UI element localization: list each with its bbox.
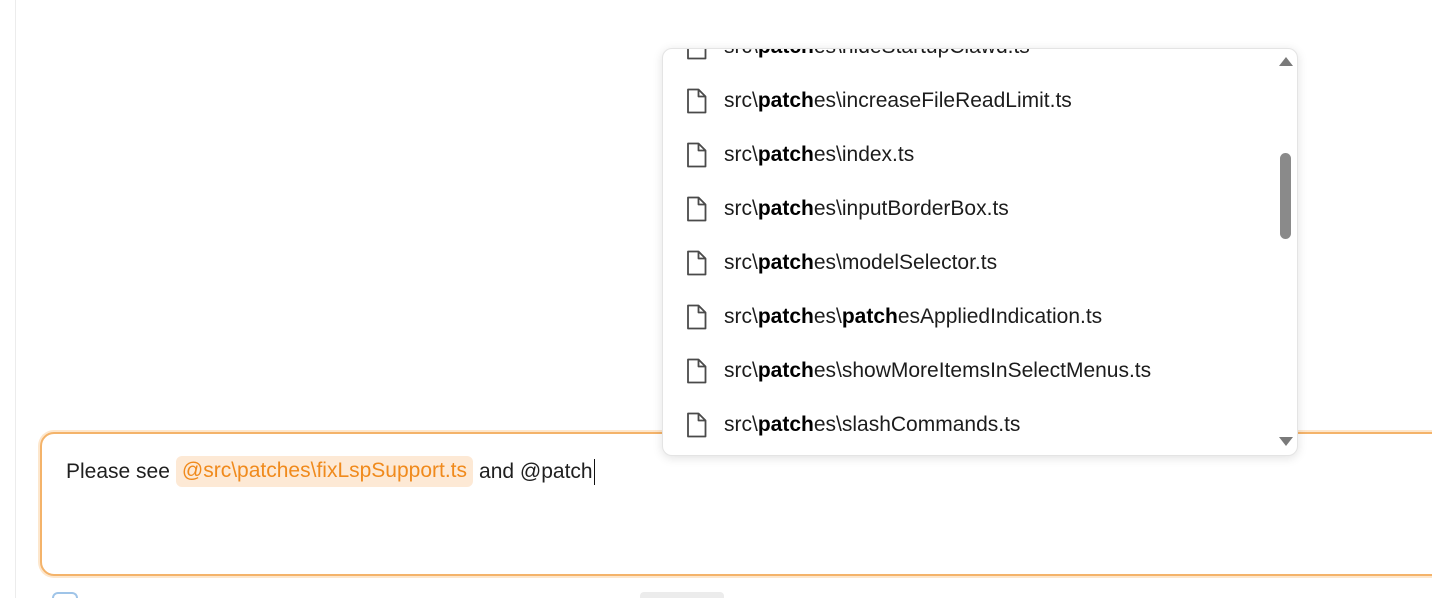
file-icon [687,196,707,222]
file-icon [687,358,707,384]
item-path-rest: es\slashCommands.ts [813,413,1021,436]
item-path-rest: es\hideStartupClawd.ts [814,49,1030,59]
scrollbar-thumb[interactable] [1280,153,1291,239]
item-path-rest: es\index.ts [813,143,915,166]
item-match: patch [757,197,814,220]
item-path-rest: es\modelSelector.ts [813,251,998,274]
file-icon [687,49,707,60]
item-path-prefix: src\ [724,197,758,220]
footer-badge [640,592,724,598]
item-match: patch [757,143,814,166]
item-match: patch [757,413,814,436]
item-path-prefix: src\ [724,89,758,112]
file-icon [687,88,707,114]
mention-chip[interactable]: @src\patches\fixLspSupport.ts [175,456,474,487]
composer-text-after: and @patch [479,459,593,483]
file-icon [687,250,707,276]
item-path-prefix: src\ [724,143,758,166]
composer-text-before: Please see [66,459,170,483]
item-path-prefix: src\ [724,413,758,436]
composer-content[interactable]: Please see @src\patches\fixLspSupport.ts… [66,456,596,487]
item-path-rest: es\inputBorderBox.ts [813,197,1009,220]
item-path-prefix: src\ [724,359,758,382]
triangle-up-icon[interactable] [1279,57,1293,66]
item-path-rest: esAppliedIndication.ts [897,305,1103,328]
item-match: patch [757,251,814,274]
item-match: patch [757,89,814,112]
item-match: patch [757,359,814,382]
triangle-down-icon[interactable] [1279,437,1293,446]
left-divider [15,0,16,598]
item-path-prefix: src\ [724,305,758,328]
item-path-rest: es\showMoreItemsInSelectMenus.ts [813,359,1152,382]
item-path-prefix: src\ [724,251,758,274]
file-icon [687,304,707,330]
footer-shield-icon [52,592,78,598]
item-match: patch [758,49,814,59]
dropdown-list: src\patches\hideStartupClawd.ts src\patc… [663,49,1275,452]
dropdown-item[interactable]: src\patches\hideStartupClawd.ts [663,49,1275,74]
item-match: patch [757,305,814,328]
file-mention-dropdown[interactable]: src\patches\hideStartupClawd.ts src\patc… [662,48,1298,456]
file-icon [687,412,707,438]
composer-footer [48,590,1428,598]
message-composer[interactable]: Please see @src\patches\fixLspSupport.ts… [40,432,1432,576]
item-match-second: patch [841,305,898,328]
item-path-rest: es\increaseFileReadLimit.ts [813,89,1072,112]
file-icon [687,142,707,168]
item-path-mid: es\ [813,305,842,328]
item-path-prefix: src\ [724,49,758,59]
dropdown-scrollbar[interactable] [1275,49,1297,455]
text-caret [593,458,596,485]
